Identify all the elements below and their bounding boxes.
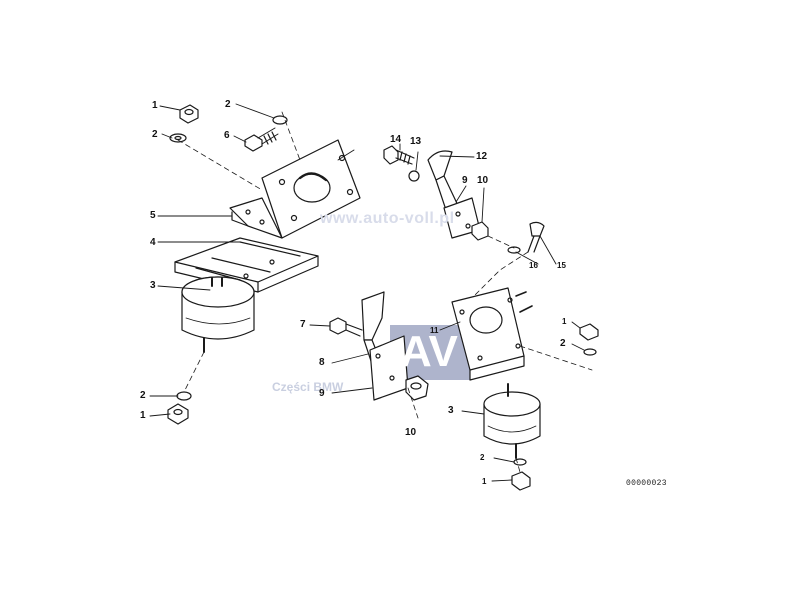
fasteners-left — [167, 104, 288, 425]
callout-9: 9 — [319, 388, 325, 399]
callout-1: 1 — [140, 410, 146, 421]
callout-7: 7 — [300, 319, 306, 330]
leader-lines — [149, 103, 585, 482]
callout-10: 10 — [405, 427, 417, 438]
callout-9: 9 — [462, 175, 468, 186]
callout-4: 4 — [150, 237, 156, 248]
fasteners-right — [511, 323, 599, 491]
callout-6: 6 — [224, 130, 230, 141]
callout-8: 8 — [319, 357, 325, 368]
callout-2: 2 — [560, 338, 566, 349]
engine-mount-left — [181, 276, 255, 353]
callout-1: 1 — [562, 317, 567, 326]
callout-3: 3 — [448, 405, 454, 416]
callout-16: 16 — [529, 261, 538, 270]
callout-2: 2 — [225, 99, 231, 110]
callout-12: 12 — [476, 151, 488, 162]
upper-right-bracket — [383, 145, 545, 254]
callout-3: 3 — [150, 280, 156, 291]
engine-mount-right — [483, 383, 541, 459]
callout-14: 14 — [390, 134, 402, 145]
callout-1: 1 — [482, 477, 487, 486]
watermark-parts: Części BMW — [272, 380, 344, 394]
callout-13: 13 — [410, 136, 422, 147]
bracket-11 — [451, 287, 533, 381]
callout-5: 5 — [150, 210, 156, 221]
callout-1: 1 — [152, 100, 158, 111]
callout-2: 2 — [152, 129, 158, 140]
diagram-reference-number: 00000023 — [626, 479, 667, 488]
upper-left-bracket — [229, 139, 361, 239]
callout-15: 15 — [557, 261, 566, 270]
callout-10: 10 — [477, 175, 489, 186]
callout-2: 2 — [480, 453, 485, 462]
callout-2: 2 — [140, 390, 146, 401]
watermark-url: www.auto-voll.pl — [320, 210, 455, 227]
watermark-logo: AV — [400, 327, 458, 376]
callout-11: 11 — [430, 326, 439, 335]
